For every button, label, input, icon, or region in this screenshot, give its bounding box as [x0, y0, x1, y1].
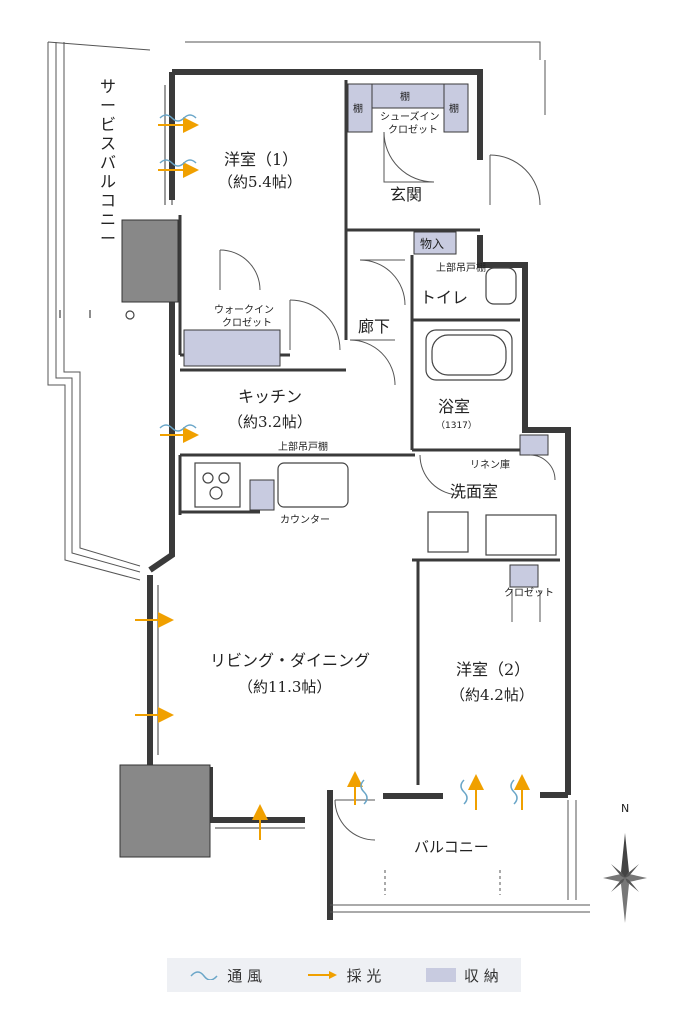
wind-icon [190, 971, 218, 980]
bathtub [425, 329, 513, 381]
wic-line1: ウォークイン [214, 304, 274, 316]
upper-cabinet-kitchen: 上部吊戸棚 [278, 440, 328, 453]
room-toilet: トイレ [420, 288, 468, 307]
room-western1-size: （約5.4帖） [218, 173, 302, 191]
storage-areas [183, 83, 549, 588]
shoes-closet-shelf-top [371, 83, 445, 109]
doors [219, 131, 556, 841]
service-balcony-char: ビ [100, 115, 116, 134]
legend: 通 風 採 光 収 納 [167, 958, 521, 992]
sink [277, 462, 349, 508]
kitchen-upper-cabinet [249, 479, 275, 511]
balcony-railing [330, 800, 590, 913]
closet-label: クロゼット [504, 587, 554, 599]
linen-label: リネン庫 [470, 458, 510, 471]
interior-walls [178, 80, 560, 785]
room-western2-name: 洋室（2） [456, 660, 530, 679]
legend-storage-label: 収 納 [463, 966, 499, 985]
walk-in-closet-fill [183, 329, 281, 367]
walk-in-closet-label: ウォークイン クロゼット [214, 304, 277, 329]
room-balcony: バルコニー [414, 838, 489, 856]
room-living-name: リビング・ダイニング [210, 651, 370, 670]
room-bathroom-size: （1317） [436, 420, 477, 431]
toilet-fixture [485, 267, 517, 305]
daylight-arrows [135, 117, 530, 840]
shelf-label-top: 棚 [400, 90, 410, 103]
service-balcony-char: ニ [100, 210, 116, 229]
fixtures [59, 267, 557, 556]
service-balcony-char: コ [100, 191, 116, 210]
storage-swatch [425, 968, 456, 982]
service-balcony-outline [47, 41, 546, 581]
wash-basin [485, 514, 557, 556]
shoes-closet-shelf-left [347, 83, 373, 133]
shoes-closet-shelf-right [443, 83, 469, 133]
room-storage: 物入 [420, 237, 444, 251]
room-corridor: 廊下 [358, 317, 390, 336]
upper-cabinet-toilet: 上部吊戸棚 [436, 261, 486, 274]
room-bathroom-name: 浴室 [438, 397, 470, 416]
pillars [119, 219, 211, 858]
room-kitchen-size: （約3.2帖） [228, 413, 312, 431]
wind-marks [159, 114, 518, 805]
counter-label: カウンター [280, 514, 330, 526]
linen-closet [519, 434, 549, 456]
legend-daylight: 採 光 [307, 965, 382, 986]
room-western2-size: （約4.2帖） [450, 686, 534, 704]
room-kitchen-name: キッチン [238, 387, 302, 406]
room-western1-name: 洋室（1） [224, 150, 298, 169]
western2-closet [509, 564, 539, 588]
service-balcony-char: ー [100, 96, 116, 115]
service-balcony-char: ル [100, 172, 116, 191]
shelf-label-right: 棚 [449, 102, 459, 115]
compass-north-label: N [621, 802, 629, 815]
shoes-closet-line1: シューズイン [380, 110, 440, 123]
washer [427, 511, 469, 553]
legend-daylight-label: 採 光 [346, 966, 382, 985]
room-entrance: 玄関 [390, 185, 422, 204]
service-balcony-char: ー [100, 229, 116, 248]
walls [147, 69, 571, 920]
room-living-size: （約11.3帖） [238, 678, 331, 696]
room-service-balcony: サービスバルコニー [100, 77, 116, 248]
stove [194, 462, 241, 508]
wic-line2: クロゼット [222, 317, 272, 329]
shoes-closet-label: シューズイン クロゼット [380, 110, 443, 136]
arrow-right-icon [307, 971, 337, 979]
storage-closet [413, 231, 457, 255]
service-balcony-char: ス [100, 134, 116, 153]
shoes-closet-line2: クロゼット [388, 124, 438, 136]
legend-ventilation-label: 通 風 [227, 966, 263, 985]
shelf-label-left: 棚 [353, 102, 363, 115]
service-balcony-char: サ [100, 77, 116, 96]
compass-rose [603, 833, 647, 923]
service-balcony-char: バ [100, 153, 116, 172]
legend-ventilation: 通 風 [189, 965, 262, 986]
room-washroom: 洗面室 [450, 482, 498, 501]
legend-storage: 収 納 [425, 965, 499, 986]
